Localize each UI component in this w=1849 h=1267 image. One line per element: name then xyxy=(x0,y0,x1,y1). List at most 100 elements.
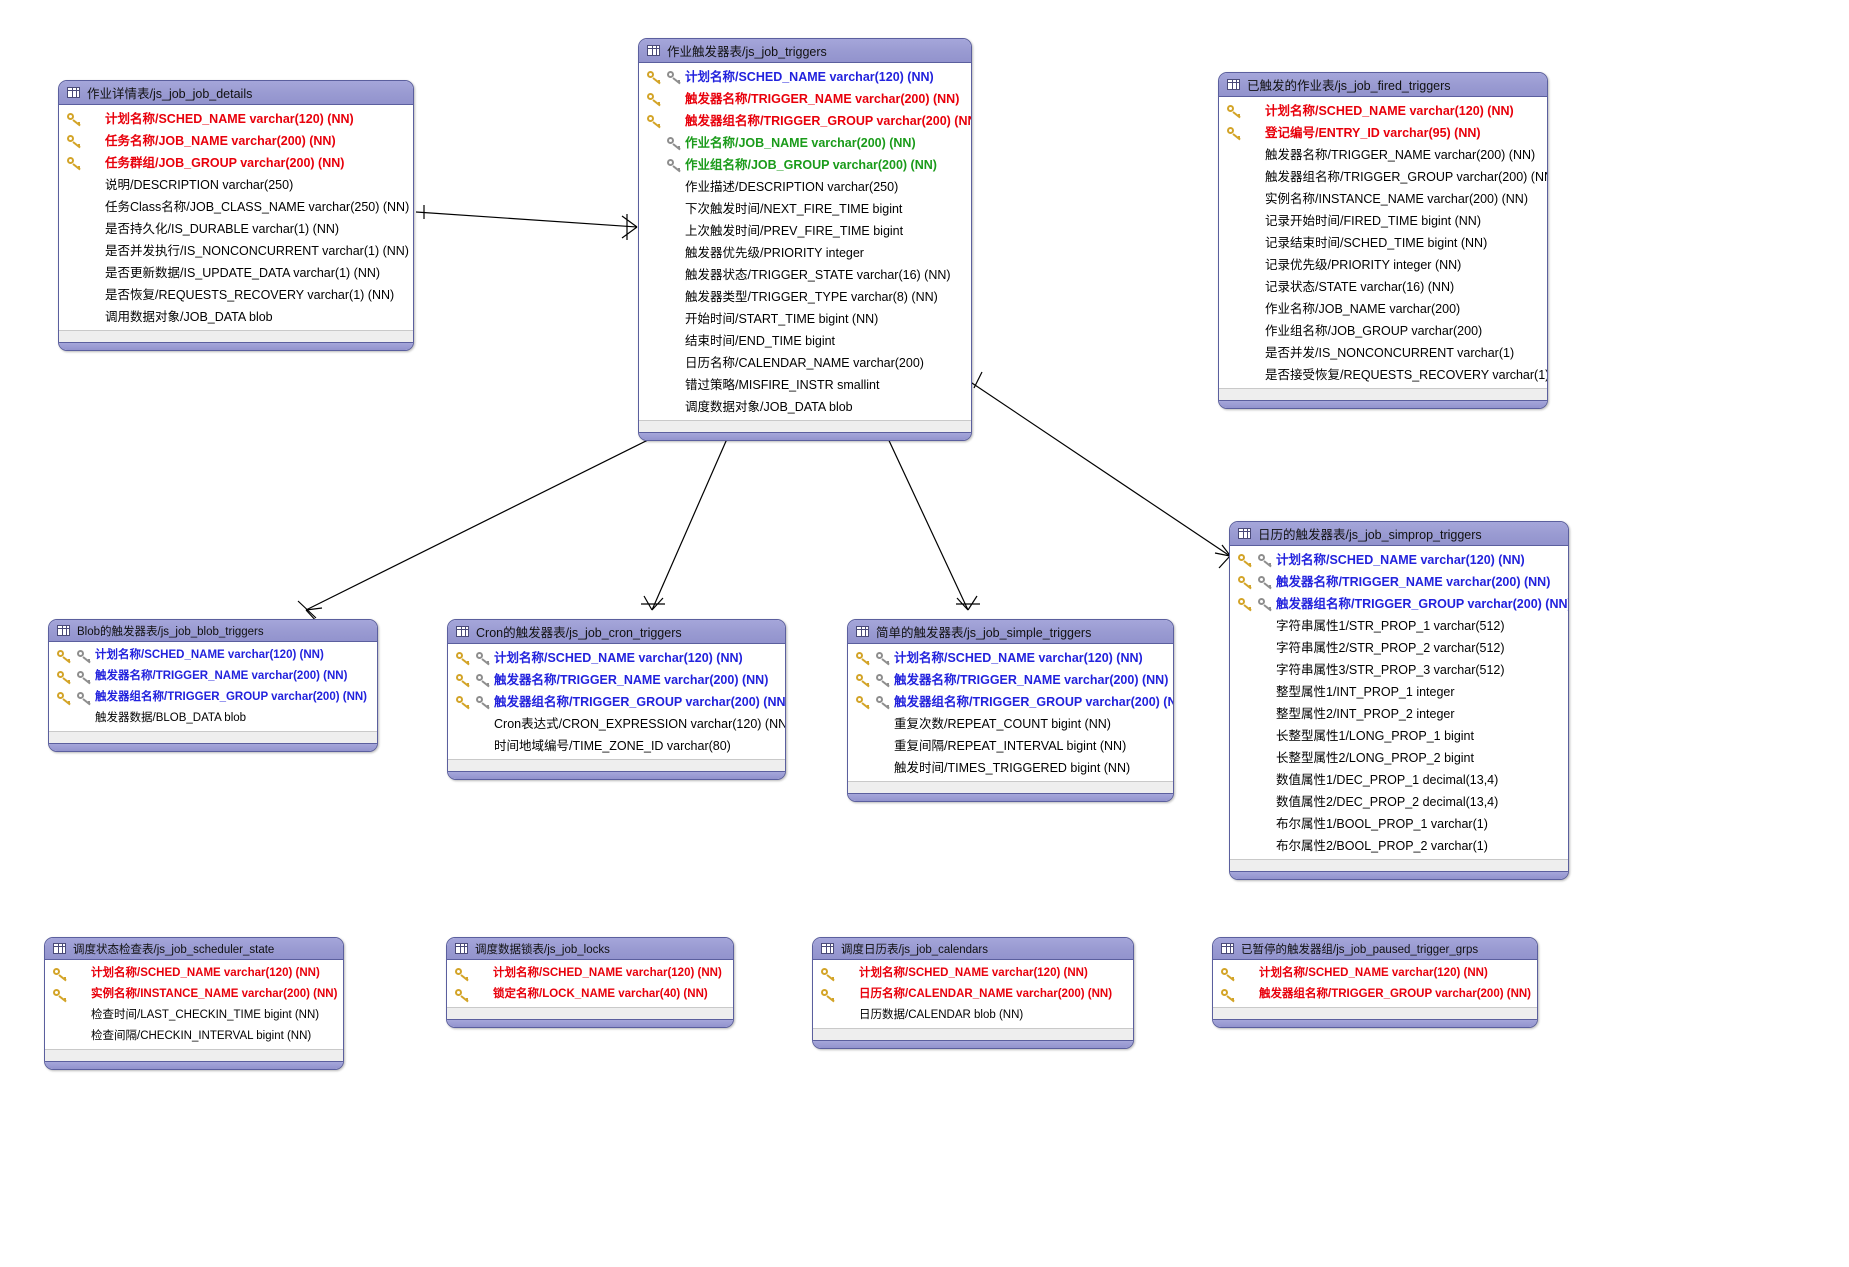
attribute-row[interactable]: 长整型属性1/LONG_PROP_1 bigint xyxy=(1230,725,1568,747)
attribute-row[interactable]: 说明/DESCRIPTION varchar(250) xyxy=(59,174,413,196)
attribute-row[interactable]: 任务名称/JOB_NAME varchar(200) (NN) xyxy=(59,130,413,152)
attribute-row[interactable]: 触发器名称/TRIGGER_NAME varchar(200) (NN) xyxy=(1230,571,1568,593)
attribute-row[interactable]: 时间地域编号/TIME_ZONE_ID varchar(80) xyxy=(448,735,785,757)
attribute-row[interactable]: 任务Class名称/JOB_CLASS_NAME varchar(250) (N… xyxy=(59,196,413,218)
entity-header-job_details[interactable]: 作业详情表/js_job_job_details xyxy=(59,81,413,105)
attribute-row[interactable]: 数值属性2/DEC_PROP_2 decimal(13,4) xyxy=(1230,791,1568,813)
entity-fired_triggers[interactable]: 已触发的作业表/js_job_fired_triggers 计划名称/SCHED_… xyxy=(1218,72,1548,409)
attribute-row[interactable]: 登记编号/ENTRY_ID varchar(95) (NN) xyxy=(1219,122,1547,144)
attribute-row[interactable]: 上次触发时间/PREV_FIRE_TIME bigint xyxy=(639,220,971,242)
attribute-row[interactable]: 锁定名称/LOCK_NAME varchar(40) (NN) xyxy=(447,984,733,1005)
attribute-row[interactable]: 计划名称/SCHED_NAME varchar(120) (NN) xyxy=(848,647,1173,669)
attribute-row[interactable]: 字符串属性3/STR_PROP_3 varchar(512) xyxy=(1230,659,1568,681)
entity-scheduler_state[interactable]: 调度状态检查表/js_job_scheduler_state 计划名称/SCHED… xyxy=(44,937,344,1070)
entity-simple_triggers[interactable]: 简单的触发器表/js_job_simple_triggers 计划名称/SCHED… xyxy=(847,619,1174,802)
attribute-row[interactable]: 记录优先级/PRIORITY integer (NN) xyxy=(1219,254,1547,276)
attribute-row[interactable]: 计划名称/SCHED_NAME varchar(120) (NN) xyxy=(813,963,1133,984)
entity-paused_trigger_grps[interactable]: 已暂停的触发器组/js_job_paused_trigger_grps 计划名称/… xyxy=(1212,937,1538,1028)
attribute-row[interactable]: 计划名称/SCHED_NAME varchar(120) (NN) xyxy=(1219,100,1547,122)
attribute-row[interactable]: 日历名称/CALENDAR_NAME varchar(200) xyxy=(639,352,971,374)
attribute-row[interactable]: 计划名称/SCHED_NAME varchar(120) (NN) xyxy=(1213,963,1537,984)
entity-header-cron_triggers[interactable]: Cron的触发器表/js_job_cron_triggers xyxy=(448,620,785,644)
attribute-row[interactable]: 日历名称/CALENDAR_NAME varchar(200) (NN) xyxy=(813,984,1133,1005)
attribute-row[interactable]: 作业组名称/JOB_GROUP varchar(200) xyxy=(1219,320,1547,342)
attribute-row[interactable]: 错过策略/MISFIRE_INSTR smallint xyxy=(639,374,971,396)
attribute-row[interactable]: 计划名称/SCHED_NAME varchar(120) (NN) xyxy=(1230,549,1568,571)
attribute-row[interactable]: 任务群组/JOB_GROUP varchar(200) (NN) xyxy=(59,152,413,174)
entity-header-job_triggers[interactable]: 作业触发器表/js_job_triggers xyxy=(639,39,971,63)
attribute-row[interactable]: 长整型属性2/LONG_PROP_2 bigint xyxy=(1230,747,1568,769)
attribute-row[interactable]: 触发器组名称/TRIGGER_GROUP varchar(200) (NN) xyxy=(1219,166,1547,188)
attribute-row[interactable]: 计划名称/SCHED_NAME varchar(120) (NN) xyxy=(447,963,733,984)
attribute-row[interactable]: 触发器数据/BLOB_DATA blob xyxy=(49,708,377,729)
attribute-row[interactable]: 结束时间/END_TIME bigint xyxy=(639,330,971,352)
attribute-row[interactable]: 整型属性1/INT_PROP_1 integer xyxy=(1230,681,1568,703)
entity-header-blob_triggers[interactable]: Blob的触发器表/js_job_blob_triggers xyxy=(49,620,377,642)
attribute-row[interactable]: 字符串属性2/STR_PROP_2 varchar(512) xyxy=(1230,637,1568,659)
entity-header-paused_trigger_grps[interactable]: 已暂停的触发器组/js_job_paused_trigger_grps xyxy=(1213,938,1537,960)
attribute-row[interactable]: 触发器组名称/TRIGGER_GROUP varchar(200) (NN) xyxy=(639,110,971,132)
attribute-row[interactable]: 重复间隔/REPEAT_INTERVAL bigint (NN) xyxy=(848,735,1173,757)
attribute-row[interactable]: 调度数据对象/JOB_DATA blob xyxy=(639,396,971,418)
attribute-row[interactable]: 触发器组名称/TRIGGER_GROUP varchar(200) (NN) xyxy=(1213,984,1537,1005)
attribute-row[interactable]: 数值属性1/DEC_PROP_1 decimal(13,4) xyxy=(1230,769,1568,791)
attribute-row[interactable]: 是否并发执行/IS_NONCONCURRENT varchar(1) (NN) xyxy=(59,240,413,262)
attribute-row[interactable]: 计划名称/SCHED_NAME varchar(120) (NN) xyxy=(45,963,343,984)
entity-simprop_triggers[interactable]: 日历的触发器表/js_job_simprop_triggers 计划名称/SCHE… xyxy=(1229,521,1569,880)
attribute-row[interactable]: 重复次数/REPEAT_COUNT bigint (NN) xyxy=(848,713,1173,735)
attribute-row[interactable]: 触发器状态/TRIGGER_STATE varchar(16) (NN) xyxy=(639,264,971,286)
attribute-row[interactable]: 字符串属性1/STR_PROP_1 varchar(512) xyxy=(1230,615,1568,637)
attribute-row[interactable]: 实例名称/INSTANCE_NAME varchar(200) (NN) xyxy=(45,984,343,1005)
attribute-row[interactable]: 触发器组名称/TRIGGER_GROUP varchar(200) (NN) xyxy=(49,687,377,708)
entity-locks[interactable]: 调度数据锁表/js_job_locks 计划名称/SCHED_NAME varch… xyxy=(446,937,734,1028)
attribute-row[interactable]: 触发器优先级/PRIORITY integer xyxy=(639,242,971,264)
attribute-row[interactable]: 检查时间/LAST_CHECKIN_TIME bigint (NN) xyxy=(45,1005,343,1026)
entity-job_triggers[interactable]: 作业触发器表/js_job_triggers 计划名称/SCHED_NAME va… xyxy=(638,38,972,441)
attribute-row[interactable]: 作业组名称/JOB_GROUP varchar(200) (NN) xyxy=(639,154,971,176)
attribute-row[interactable]: 触发器名称/TRIGGER_NAME varchar(200) (NN) xyxy=(1219,144,1547,166)
attribute-row[interactable]: 布尔属性2/BOOL_PROP_2 varchar(1) xyxy=(1230,835,1568,857)
attribute-row[interactable]: 开始时间/START_TIME bigint (NN) xyxy=(639,308,971,330)
attribute-row[interactable]: 调用数据对象/JOB_DATA blob xyxy=(59,306,413,328)
attribute-row[interactable]: 记录开始时间/FIRED_TIME bigint (NN) xyxy=(1219,210,1547,232)
attribute-row[interactable]: 触发器名称/TRIGGER_NAME varchar(200) (NN) xyxy=(848,669,1173,691)
attribute-row[interactable]: 下次触发时间/NEXT_FIRE_TIME bigint xyxy=(639,198,971,220)
attribute-row[interactable]: 触发器名称/TRIGGER_NAME varchar(200) (NN) xyxy=(639,88,971,110)
attribute-row[interactable]: 作业名称/JOB_NAME varchar(200) (NN) xyxy=(639,132,971,154)
attribute-row[interactable]: 作业描述/DESCRIPTION varchar(250) xyxy=(639,176,971,198)
attribute-row[interactable]: 布尔属性1/BOOL_PROP_1 varchar(1) xyxy=(1230,813,1568,835)
attribute-row[interactable]: 实例名称/INSTANCE_NAME varchar(200) (NN) xyxy=(1219,188,1547,210)
attribute-row[interactable]: 触发器组名称/TRIGGER_GROUP varchar(200) (NN) xyxy=(1230,593,1568,615)
attribute-row[interactable]: 是否接受恢复/REQUESTS_RECOVERY varchar(1) xyxy=(1219,364,1547,386)
attribute-row[interactable]: 是否并发/IS_NONCONCURRENT varchar(1) xyxy=(1219,342,1547,364)
attribute-row[interactable]: 触发器组名称/TRIGGER_GROUP varchar(200) (NN) xyxy=(448,691,785,713)
attribute-row[interactable]: 是否持久化/IS_DURABLE varchar(1) (NN) xyxy=(59,218,413,240)
entity-cron_triggers[interactable]: Cron的触发器表/js_job_cron_triggers 计划名称/SCHED… xyxy=(447,619,786,780)
entity-header-simple_triggers[interactable]: 简单的触发器表/js_job_simple_triggers xyxy=(848,620,1173,644)
entity-header-scheduler_state[interactable]: 调度状态检查表/js_job_scheduler_state xyxy=(45,938,343,960)
entity-header-fired_triggers[interactable]: 已触发的作业表/js_job_fired_triggers xyxy=(1219,73,1547,97)
attribute-row[interactable]: 触发时间/TIMES_TRIGGERED bigint (NN) xyxy=(848,757,1173,779)
attribute-row[interactable]: 触发器类型/TRIGGER_TYPE varchar(8) (NN) xyxy=(639,286,971,308)
attribute-row[interactable]: 日历数据/CALENDAR blob (NN) xyxy=(813,1005,1133,1026)
attribute-row[interactable]: 记录状态/STATE varchar(16) (NN) xyxy=(1219,276,1547,298)
entity-calendars[interactable]: 调度日历表/js_job_calendars 计划名称/SCHED_NAME va… xyxy=(812,937,1134,1049)
attribute-row[interactable]: 计划名称/SCHED_NAME varchar(120) (NN) xyxy=(639,66,971,88)
attribute-row[interactable]: 触发器名称/TRIGGER_NAME varchar(200) (NN) xyxy=(49,666,377,687)
attribute-row[interactable]: Cron表达式/CRON_EXPRESSION varchar(120) (NN… xyxy=(448,713,785,735)
attribute-row[interactable]: 是否更新数据/IS_UPDATE_DATA varchar(1) (NN) xyxy=(59,262,413,284)
attribute-row[interactable]: 记录结束时间/SCHED_TIME bigint (NN) xyxy=(1219,232,1547,254)
attribute-row[interactable]: 整型属性2/INT_PROP_2 integer xyxy=(1230,703,1568,725)
entity-header-calendars[interactable]: 调度日历表/js_job_calendars xyxy=(813,938,1133,960)
attribute-row[interactable]: 计划名称/SCHED_NAME varchar(120) (NN) xyxy=(59,108,413,130)
attribute-row[interactable]: 检查间隔/CHECKIN_INTERVAL bigint (NN) xyxy=(45,1026,343,1047)
attribute-row[interactable]: 触发器组名称/TRIGGER_GROUP varchar(200) (NN) xyxy=(848,691,1173,713)
entity-job_details[interactable]: 作业详情表/js_job_job_details 计划名称/SCHED_NAME … xyxy=(58,80,414,351)
attribute-row[interactable]: 是否恢复/REQUESTS_RECOVERY varchar(1) (NN) xyxy=(59,284,413,306)
attribute-row[interactable]: 计划名称/SCHED_NAME varchar(120) (NN) xyxy=(448,647,785,669)
entity-header-locks[interactable]: 调度数据锁表/js_job_locks xyxy=(447,938,733,960)
attribute-row[interactable]: 作业名称/JOB_NAME varchar(200) xyxy=(1219,298,1547,320)
attribute-row[interactable]: 触发器名称/TRIGGER_NAME varchar(200) (NN) xyxy=(448,669,785,691)
entity-header-simprop_triggers[interactable]: 日历的触发器表/js_job_simprop_triggers xyxy=(1230,522,1568,546)
